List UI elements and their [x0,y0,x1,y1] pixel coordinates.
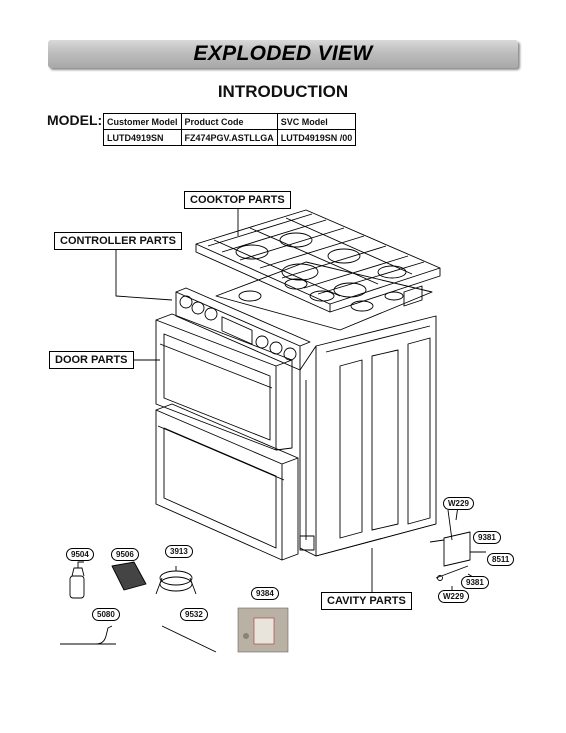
part-number-8511: 8511 [487,553,515,566]
model-table-header-row: Customer Model Product Code SVC Model [103,113,357,130]
value-product-code: FZ474PGV.ASTLLGA [180,129,278,146]
callout-door-parts: DOOR PARTS [49,351,134,369]
part-number-9506: 9506 [111,548,139,561]
part-number-w229-bottom: W229 [438,590,469,603]
model-table: Customer Model Product Code SVC Model LU… [103,113,357,146]
value-customer-model: LUTD4919SN [103,129,182,146]
spray-bottle-drawing [69,561,85,599]
title-banner: EXPLODED VIEW [48,40,518,68]
part-number-9384: 9384 [251,587,279,600]
model-table-value-row: LUTD4919SN FZ474PGV.ASTLLGA LUTD4919SN /… [103,129,357,146]
part-number-3913: 3913 [165,545,193,558]
part-number-9532: 9532 [180,608,208,621]
part-number-9381-top: 9381 [473,531,501,544]
probe-cable-drawing [60,625,116,645]
model-label: MODEL: [47,112,103,128]
controller-leader [115,249,173,301]
part-number-5080: 5080 [92,608,120,621]
cleaning-pad-drawing [111,561,147,591]
part-number-w229-top: W229 [443,497,474,510]
section-subtitle: INTRODUCTION [217,82,349,101]
callout-cavity-parts: CAVITY PARTS [321,592,412,610]
page-title: EXPLODED VIEW [193,42,373,65]
lower-door [155,403,299,561]
wok-ring-drawing [155,566,197,595]
cooktop-plate [215,261,433,331]
part-number-9381-bottom: 9381 [461,576,489,589]
part-photo-9384 [237,607,289,653]
upper-door [155,313,293,451]
part-number-9504: 9504 [66,548,94,561]
callout-controller-parts: CONTROLLER PARTS [54,232,182,250]
range-body [299,315,437,557]
rack-rod-drawing [161,625,217,653]
callout-cooktop-parts: COOKTOP PARTS [184,191,291,209]
value-svc-model: LUTD4919SN /00 [276,129,357,146]
cooktop-grate [195,209,441,313]
